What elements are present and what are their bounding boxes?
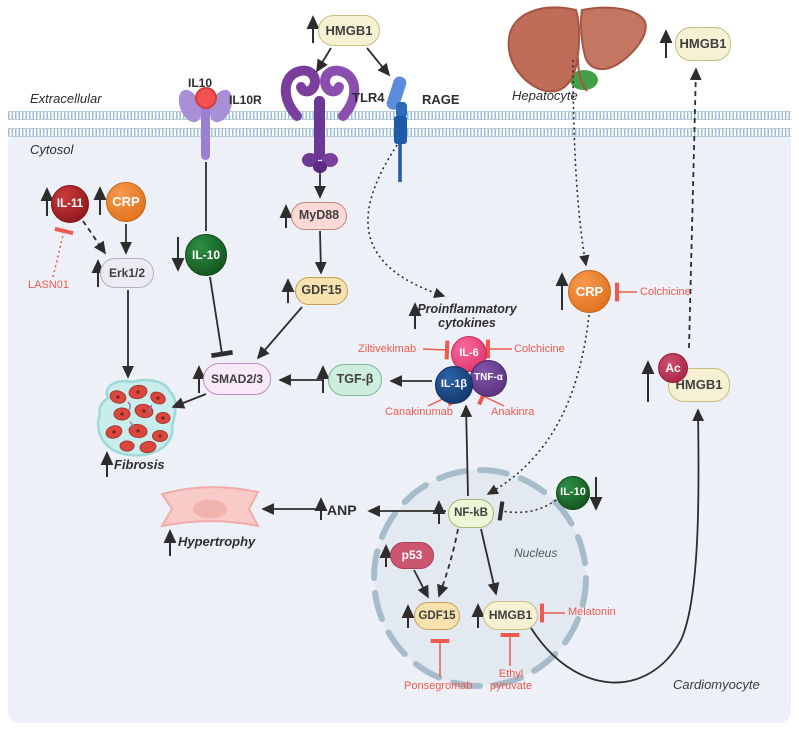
cytosol-label: Cytosol: [30, 142, 74, 157]
smad23-node: SMAD2/3: [203, 363, 271, 395]
membrane-inner-leaflet: [8, 128, 791, 137]
hmgb1-top-node: HMGB1: [318, 15, 380, 46]
ethyl-pyruvate-drug-label: Ethyl pyruvate: [489, 668, 533, 692]
erk12-node: Erk1/2: [100, 258, 154, 288]
proinflammatory-cytokines-label: Proinflammatory cytokines: [417, 302, 517, 330]
fibrosis-label: Fibrosis: [114, 457, 165, 472]
colchicine-il6-drug-label: Colchicine: [514, 343, 565, 355]
gdf15-nucleus-node: GDF15: [414, 602, 460, 630]
membrane-outer-leaflet: [8, 111, 791, 120]
tgfb-node: TGF-β: [328, 364, 382, 396]
extracellular-label: Extracellular: [30, 91, 102, 106]
il10-ligand-icon: [195, 87, 217, 109]
acetyl-tag: Ac: [658, 353, 688, 383]
plasma-membrane: [8, 111, 791, 137]
crp-left-node: CRP: [106, 182, 146, 222]
colchicine-crp-drug-label: Colchicine: [640, 286, 691, 298]
il10r-label: IL10R: [229, 93, 262, 107]
myd88-node: MyD88: [291, 202, 347, 230]
tlr4-label: TLR4: [352, 90, 385, 105]
il10-nucleus-side-node: IL-10: [556, 476, 590, 510]
hypertrophy-label: Hypertrophy: [178, 534, 256, 549]
arrow-hmgb1-to-tlr4: [316, 47, 332, 73]
il10-cytosol-node: IL-10: [185, 234, 227, 276]
hepatocyte-label: Hepatocyte: [512, 88, 578, 103]
canakinumab-drug-label: Canakinumab: [385, 406, 453, 418]
liver-icon: [507, 6, 647, 93]
p53-node: p53: [390, 542, 434, 569]
anakinra-drug-label: Anakinra: [491, 406, 535, 418]
hmgb1-nucleus-node: HMGB1: [483, 601, 538, 630]
rage-label: RAGE: [422, 92, 460, 107]
nucleus-label: Nucleus: [514, 546, 558, 560]
hmgb1-secreted-node: HMGB1: [675, 27, 731, 61]
cardiomyocyte-cell-body: [8, 137, 791, 723]
il11-node: IL-11: [51, 185, 89, 223]
cardiomyocyte-label: Cardiomyocyte: [673, 677, 760, 692]
nfkb-node: NF-kB: [448, 499, 494, 528]
ponsegromab-drug-label: Ponsegromab: [404, 680, 473, 692]
il10-ligand-label: IL10: [188, 76, 213, 90]
tnfa-node: TNF-α: [470, 360, 507, 397]
crp-right-node: CRP: [568, 270, 611, 313]
anp-label: ANP: [327, 502, 357, 518]
ziltivekimab-drug-label: Ziltivekimab: [358, 343, 417, 355]
arrow-hmgb1-to-rage: [366, 47, 391, 77]
il1b-node: IL-1β: [435, 366, 473, 404]
gdf15-cytosol-node: GDF15: [295, 277, 348, 305]
melatonin-drug-label: Melatonin: [568, 606, 616, 618]
lasn01-drug-label: LASN01: [28, 279, 69, 291]
